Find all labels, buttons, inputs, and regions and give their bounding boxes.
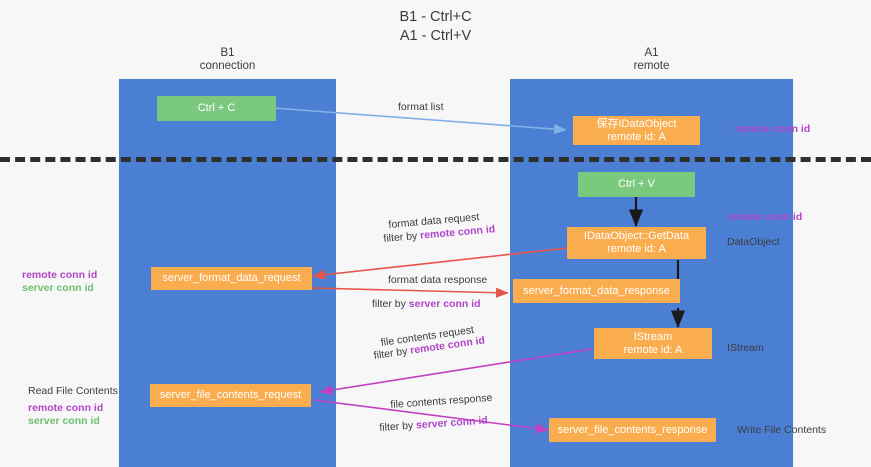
filter-prefix: filter by [379, 419, 417, 434]
filter-key-server-conn-id: server conn id [408, 298, 481, 310]
wire-format-data-response [311, 287, 509, 298]
annotation-right-dataobject: DataObject [727, 236, 780, 248]
edge-label-format-list: format list [398, 101, 444, 113]
edge-label-file-contents-response-filter: filter by server conn id [379, 414, 488, 435]
node-ctrl-v[interactable]: Ctrl + V [578, 172, 695, 197]
node-save-idataobject[interactable]: 保存IDataObject remote id: A [573, 116, 700, 145]
annotation-left-remote-conn-id-mid: remote conn id [22, 269, 98, 281]
annotation-left-server-conn-id-mid: server conn id [22, 282, 94, 294]
edge-label-file-contents-response: file contents response [390, 391, 493, 411]
page-title: B1 - Ctrl+C A1 - Ctrl+V [399, 9, 472, 44]
annotation-left-server-conn-id-bottom: server conn id [28, 415, 100, 427]
node-server-file-contents-request[interactable]: server_file_contents_request [150, 384, 311, 407]
swimlane-title-a1: A1 remote [633, 47, 670, 72]
filter-key-server-conn-id: server conn id [415, 414, 489, 432]
edge-label-format-data-response: format data response [388, 274, 488, 286]
phase-divider [0, 157, 871, 162]
node-server-file-contents-response[interactable]: server_file_contents_response [549, 418, 716, 442]
filter-prefix: filter by [373, 344, 412, 362]
swimlane-title-b1: B1 connection [199, 47, 256, 72]
annotation-right-istream: IStream [727, 342, 764, 354]
node-server-format-data-request[interactable]: server_format_data_request [151, 267, 312, 290]
filter-prefix: filter by [372, 298, 409, 310]
annotation-right-write-file-contents: Write File Contents [737, 424, 827, 436]
node-istream[interactable]: IStream remote id: A [594, 328, 712, 359]
node-ctrl-c[interactable]: Ctrl + C [157, 96, 276, 121]
edge-label-format-data-response-filter: filter by server conn id [372, 298, 481, 311]
annotation-right-remote-conn-id-top: remote conn id [735, 123, 811, 135]
annotation-left-read-file-contents: Read File Contents [28, 385, 118, 397]
filter-prefix: filter by [383, 229, 421, 245]
node-server-format-data-response[interactable]: server_format_data_response [513, 279, 680, 303]
node-idataobject-getdata[interactable]: IDataObject::GetData remote id: A [567, 227, 706, 259]
annotation-right-remote-conn-id-mid: remote conn id [727, 211, 803, 223]
annotation-left-remote-conn-id-bottom: remote conn id [28, 402, 104, 414]
